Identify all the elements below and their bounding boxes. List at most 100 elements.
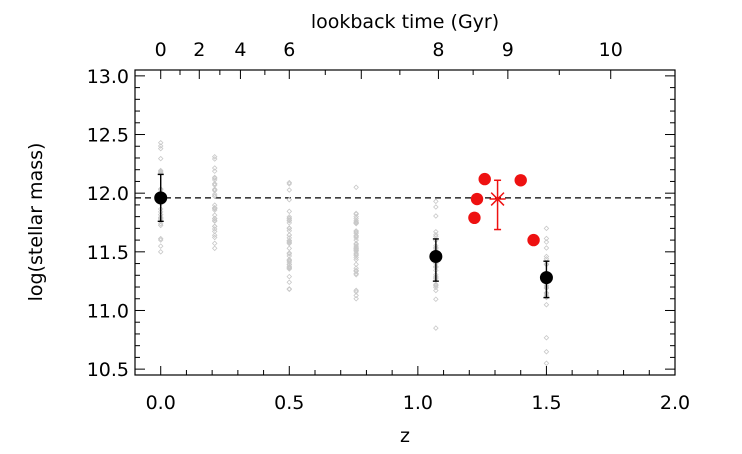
simulation-point (353, 245, 359, 252)
simulation-point (286, 263, 293, 270)
simulation-point (157, 222, 164, 229)
simulation-point (433, 282, 439, 288)
simulation-point (211, 193, 218, 200)
simulation-point (211, 218, 218, 224)
y-tick-label: 12.5 (87, 125, 129, 147)
simulation-point (353, 210, 359, 217)
simulation-point (353, 232, 359, 239)
simulation-point (157, 235, 164, 242)
simulation-point (543, 225, 550, 232)
simulation-point (157, 143, 164, 149)
simulation-point (157, 167, 164, 174)
simulation-point (433, 213, 439, 219)
simulation-point (353, 220, 359, 227)
top-axis-label: lookback time (Gyr) (311, 11, 499, 33)
observed-point (527, 233, 540, 247)
simulation-point (286, 238, 293, 244)
median-point (539, 271, 553, 285)
simulation-point (211, 205, 218, 212)
simulation-point (211, 205, 218, 211)
simulation-point (286, 261, 293, 268)
simulation-point (286, 215, 293, 222)
simulation-point (211, 180, 218, 187)
simulation-point (433, 281, 439, 288)
observed-point (470, 192, 484, 206)
simulation-point (353, 250, 359, 256)
simulation-point (543, 235, 550, 242)
median-points-layer (154, 173, 553, 299)
simulation-point (433, 325, 439, 331)
simulation-point (353, 289, 359, 295)
median-point (429, 250, 443, 264)
simulation-point (286, 250, 293, 256)
observed-point (478, 172, 491, 186)
simulation-point (353, 268, 359, 275)
simulation-point (286, 217, 293, 223)
simulation-point (433, 198, 439, 205)
simulation-point (286, 251, 293, 257)
simulation-point (211, 168, 218, 174)
simulation-point (157, 243, 164, 249)
simulation-point (211, 240, 218, 247)
y-tick-label: 11.0 (87, 300, 129, 322)
x-tick-label: 1.5 (531, 392, 561, 414)
simulation-point (286, 232, 293, 238)
observed-point (514, 174, 527, 187)
simulation-point (543, 245, 550, 251)
simulation-point (157, 145, 164, 152)
simulation-point (286, 220, 293, 226)
simulation-point (286, 235, 293, 241)
simulation-point (211, 245, 218, 252)
simulation-point (286, 179, 293, 186)
median-point (154, 191, 168, 205)
simulation-point (211, 232, 218, 239)
y-axis-label: log(stellar mass) (25, 143, 47, 302)
x-axis-label: z (400, 425, 410, 447)
simulation-point (211, 223, 218, 230)
simulation-point (353, 254, 359, 261)
simulation-point (353, 219, 359, 225)
simulation-point (211, 215, 218, 222)
simulation-point (286, 264, 293, 270)
top-tick-label: 10 (599, 39, 623, 61)
simulation-point (433, 287, 439, 294)
simulation-point (353, 217, 359, 224)
simulation-point (286, 245, 293, 252)
top-tick-label: 0 (155, 39, 167, 61)
top-tick-label: 4 (234, 39, 246, 61)
simulation-point (157, 139, 164, 146)
simulation-point (433, 231, 439, 238)
simulation-point (211, 186, 218, 193)
x-tick-label: 2.0 (660, 392, 690, 414)
simulation-point (286, 279, 293, 286)
simulation-point (211, 165, 218, 171)
simulation-point (211, 191, 218, 198)
simulation-point (211, 175, 218, 181)
top-tick-label: 8 (432, 39, 444, 61)
simulation-point (211, 234, 218, 241)
simulation-point (353, 270, 359, 277)
simulation-point (353, 267, 359, 274)
simulation-point (286, 273, 293, 280)
simulation-point (353, 295, 359, 302)
y-tick-label: 13.0 (87, 66, 129, 88)
simulation-point (543, 334, 550, 341)
simulation-point (433, 283, 439, 289)
observed-point (468, 211, 481, 225)
simulation-point (353, 292, 359, 299)
simulation-point (286, 225, 293, 232)
simulation-point (211, 212, 218, 218)
simulation-point (353, 248, 359, 254)
simulation-point (286, 217, 293, 224)
simulation-point (286, 256, 293, 263)
simulation-point (353, 287, 359, 294)
simulation-point (286, 258, 293, 264)
simulation-point (286, 196, 293, 203)
x-tick-label: 0.5 (274, 392, 304, 414)
simulation-point (211, 202, 218, 208)
simulation-point (543, 294, 550, 301)
y-tick-label: 12.0 (87, 183, 129, 205)
simulation-point (157, 221, 164, 227)
simulation-point (543, 239, 550, 245)
simulation-point (286, 187, 293, 193)
